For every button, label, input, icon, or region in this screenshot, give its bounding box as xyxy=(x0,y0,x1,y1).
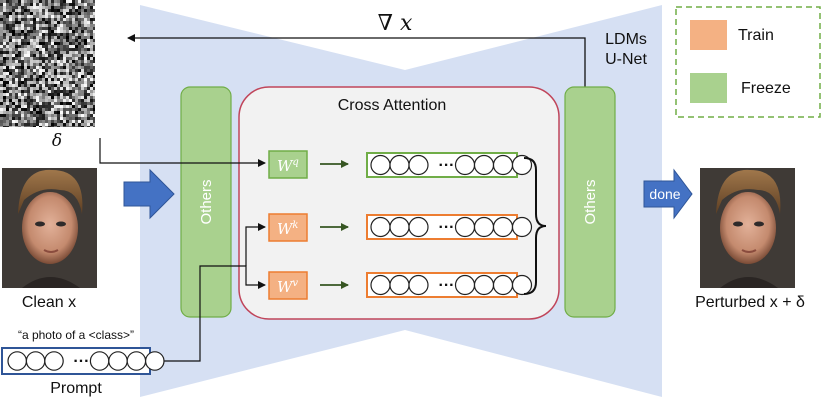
clean-label: Clean x xyxy=(22,294,76,311)
wq-superscript: q xyxy=(292,157,298,168)
perturbed-face-image xyxy=(700,168,795,288)
token-circle xyxy=(511,274,533,296)
others-left-label: Others xyxy=(198,179,215,224)
key-token-sequence: ··· xyxy=(366,214,533,240)
noise-image xyxy=(0,0,95,127)
clean-face-image xyxy=(2,168,97,288)
others-right-block xyxy=(564,86,616,318)
wk-letter: W xyxy=(277,220,294,238)
done-arrow xyxy=(643,168,693,220)
delta-to-wq-connector xyxy=(99,138,266,167)
token-circle xyxy=(389,154,410,176)
token-circle xyxy=(473,274,495,296)
token-circle xyxy=(473,216,495,238)
legend-train-swatch xyxy=(690,20,727,50)
token-circle xyxy=(126,351,147,371)
wv-box xyxy=(268,271,308,300)
wq-box xyxy=(268,150,308,179)
query-token-sequence: ··· xyxy=(366,152,533,178)
legend-freeze-label: Freeze xyxy=(741,80,791,97)
token-ellipsis: ··· xyxy=(439,277,455,294)
token-circle xyxy=(370,216,391,238)
gradient-arrow xyxy=(127,34,586,88)
token-circle xyxy=(108,351,128,371)
wk-label: Wk xyxy=(277,220,298,238)
others-left-block xyxy=(180,86,232,318)
token-circle xyxy=(408,154,429,176)
unet-label-line1: LDMs xyxy=(605,31,647,48)
legend-train-label: Train xyxy=(738,27,774,44)
token-circle xyxy=(511,216,533,238)
token-ellipsis: ··· xyxy=(439,157,455,174)
token-circle xyxy=(370,154,391,176)
token-circle xyxy=(408,274,429,296)
token-circle xyxy=(389,216,410,238)
delta-label: δ xyxy=(52,131,62,151)
merge-brace xyxy=(523,157,547,295)
prompt-to-wk-connector xyxy=(245,223,266,266)
token-circle xyxy=(145,351,165,371)
legend-freeze-swatch xyxy=(690,73,727,103)
prompt-label: Prompt xyxy=(50,380,102,397)
token-ellipsis: ··· xyxy=(73,353,89,370)
value-token-sequence: ··· xyxy=(366,272,533,298)
unet-label-line2: U-Net xyxy=(605,51,647,68)
wq-label: Wq xyxy=(277,157,299,175)
wv-label: Wv xyxy=(277,278,298,296)
wv-letter: W xyxy=(277,278,294,296)
token-ellipsis: ··· xyxy=(439,219,455,236)
perturbed-label: Perturbed x + δ xyxy=(695,294,805,311)
token-circle xyxy=(492,274,514,296)
token-circle xyxy=(25,351,46,371)
done-label: done xyxy=(649,186,680,202)
wq-letter: W xyxy=(277,157,294,175)
wk-box xyxy=(268,213,308,242)
others-right-label: Others xyxy=(582,179,599,224)
legend: Train Freeze xyxy=(675,6,821,118)
token-circle xyxy=(511,154,533,176)
token-circle xyxy=(492,154,514,176)
token-circle xyxy=(408,216,429,238)
wv-superscript: v xyxy=(292,278,298,289)
cross-attention-box xyxy=(238,86,560,320)
token-circle xyxy=(44,351,64,371)
gradient-label: ∇ x xyxy=(378,11,413,36)
prompt-to-wv-connector xyxy=(150,265,266,362)
token-circle xyxy=(370,274,391,296)
cross-attention-title: Cross Attention xyxy=(338,97,447,114)
token-circle xyxy=(7,351,28,371)
token-circle xyxy=(454,216,476,238)
input-arrow xyxy=(123,168,175,220)
token-circle xyxy=(389,274,410,296)
prompt-text: “a photo of a <class>” xyxy=(18,328,134,342)
token-circle xyxy=(454,154,476,176)
token-circle xyxy=(492,216,514,238)
wk-superscript: k xyxy=(292,220,298,231)
prompt-token-sequence: ··· xyxy=(3,349,165,373)
token-circle xyxy=(89,351,110,371)
token-circle xyxy=(473,154,495,176)
token-circle xyxy=(454,274,476,296)
